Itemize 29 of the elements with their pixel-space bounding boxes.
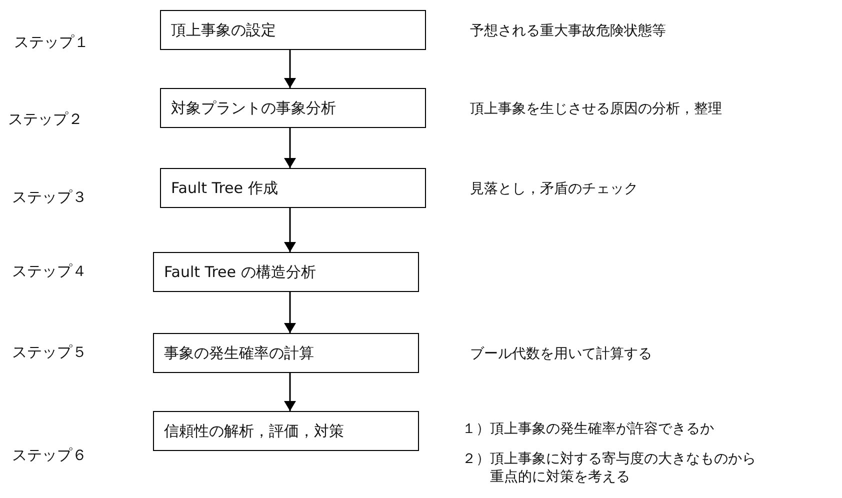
process-box <box>160 88 426 128</box>
description-text: ブール代数を用いて計算する <box>470 345 653 364</box>
process-box <box>153 333 419 373</box>
arrow <box>284 292 296 333</box>
step-title: 信頼性の解析，評価，対策 <box>164 422 344 440</box>
arrow <box>284 373 296 411</box>
arrow <box>284 208 296 252</box>
process-box <box>153 252 419 292</box>
step-title: 頂上事象の設定 <box>171 20 276 40</box>
step-label: ステップ１ <box>14 33 89 52</box>
description-text: ２）頂上事象に対する寄与度の大きなものから重点的に対策を考える <box>462 450 757 486</box>
step-title: Fault Tree 作成 <box>171 178 278 198</box>
step-label: ステップ３ <box>12 188 87 208</box>
step-title: 事象の発生確率の計算 <box>164 344 314 362</box>
description-text: １）頂上事象の発生確率が許容できるか <box>462 420 715 438</box>
step-title: Fault Tree の構造分析 <box>164 262 316 282</box>
description-text: 予想される重大事故危険状態等 <box>470 22 667 40</box>
step-title: 対象プラントの事象分析 <box>171 98 336 118</box>
process-box <box>160 10 426 50</box>
step-label: ステップ２ <box>8 110 83 130</box>
step-label: ステップ６ <box>12 446 87 466</box>
process-box <box>160 168 426 208</box>
step-label: ステップ４ <box>12 262 87 282</box>
step-label: ステップ５ <box>12 343 87 362</box>
arrow <box>284 50 296 88</box>
arrow <box>284 128 296 168</box>
process-box <box>153 411 419 451</box>
description-text: 見落とし，矛盾のチェック <box>470 180 639 198</box>
description-text: 頂上事象を生じさせる原因の分析，整理 <box>470 100 723 118</box>
